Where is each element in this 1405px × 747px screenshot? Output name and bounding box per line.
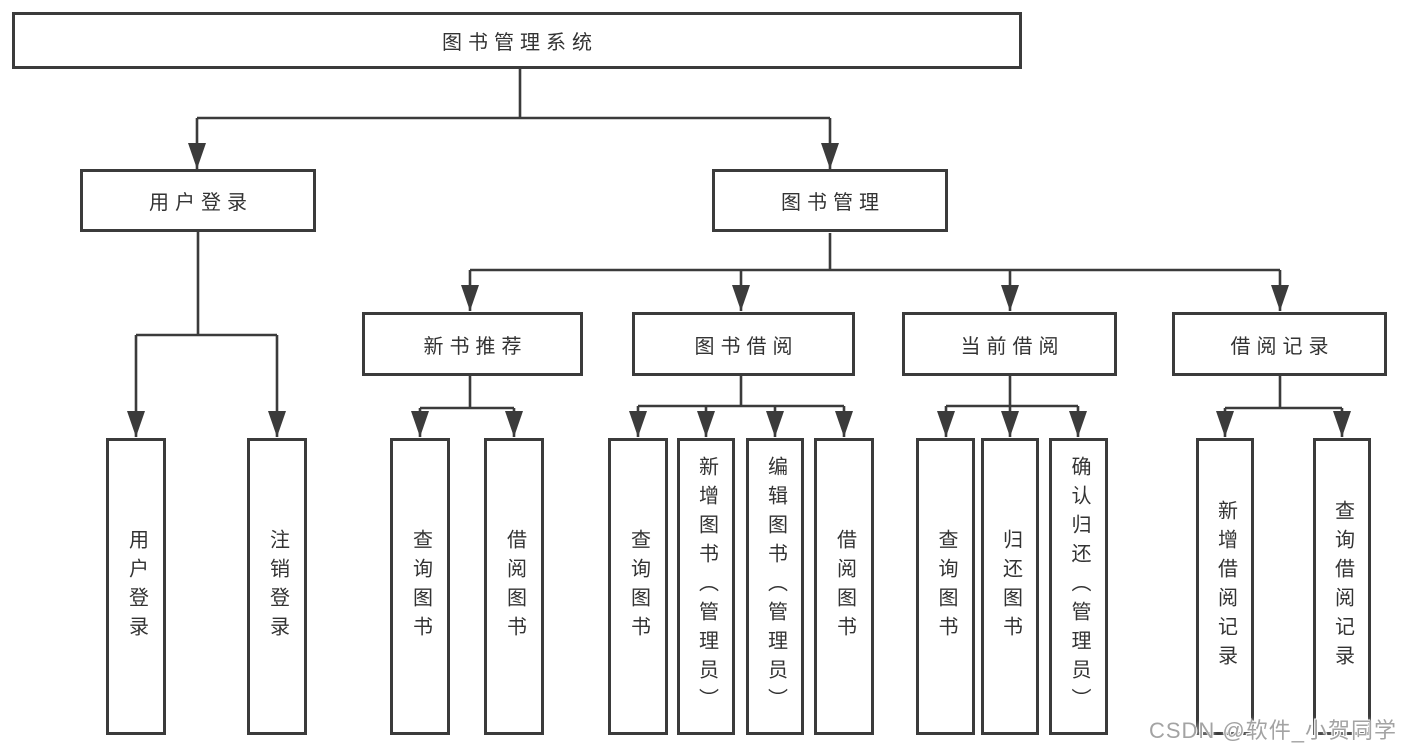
leaf-add-borrow-record: 新增借阅记录 — [1196, 438, 1254, 735]
connector-trunks — [136, 68, 1342, 410]
node-borrow-records: 借阅记录 — [1172, 312, 1387, 376]
leaf-label: 新增借阅记录 — [1214, 499, 1237, 674]
leaf-label: 查询图书 — [935, 528, 957, 645]
leaf-query-books-recommend: 查询图书 — [390, 438, 450, 735]
leaf-label: 注销登录 — [266, 528, 289, 645]
leaf-label: 查询借阅记录 — [1331, 499, 1354, 674]
leaf-return-books: 归还图书 — [981, 438, 1039, 735]
node-book-management: 图书管理 — [712, 169, 948, 232]
leaf-label: 借阅图书 — [833, 528, 856, 645]
leaf-label: 新增图书（管理员） — [695, 456, 718, 717]
leaf-label: 确认归还（管理员） — [1068, 456, 1090, 717]
leaf-borrow-books-recommend: 借阅图书 — [484, 438, 544, 735]
leaf-query-borrow-record: 查询借阅记录 — [1313, 438, 1371, 735]
leaf-query-books-current: 查询图书 — [916, 438, 975, 735]
leaf-label: 查询图书 — [627, 528, 650, 645]
csdn-watermark: CSDN @软件_小贺同学 — [1148, 718, 1397, 743]
leaf-user-login: 用户登录 — [106, 438, 166, 735]
leaf-label: 查询图书 — [409, 528, 432, 645]
leaf-add-book-admin: 新增图书（管理员） — [677, 438, 735, 735]
leaf-edit-book-admin: 编辑图书（管理员） — [746, 438, 804, 735]
leaf-borrow-books-borrowing: 借阅图书 — [814, 438, 874, 735]
leaf-logout: 注销登录 — [247, 438, 307, 735]
leaf-label: 借阅图书 — [503, 528, 526, 645]
node-library-system: 图书管理系统 — [12, 12, 1022, 69]
node-new-book-recommend: 新书推荐 — [362, 312, 583, 376]
leaf-confirm-return-admin: 确认归还（管理员） — [1049, 438, 1108, 735]
node-book-borrowing: 图书借阅 — [632, 312, 855, 376]
leaf-query-books-borrowing: 查询图书 — [608, 438, 668, 735]
leaf-label: 编辑图书（管理员） — [764, 456, 787, 717]
leaf-label: 归还图书 — [999, 528, 1022, 645]
leaf-label: 用户登录 — [125, 528, 148, 645]
node-user-login: 用户登录 — [80, 169, 316, 232]
node-current-borrowing: 当前借阅 — [902, 312, 1117, 376]
